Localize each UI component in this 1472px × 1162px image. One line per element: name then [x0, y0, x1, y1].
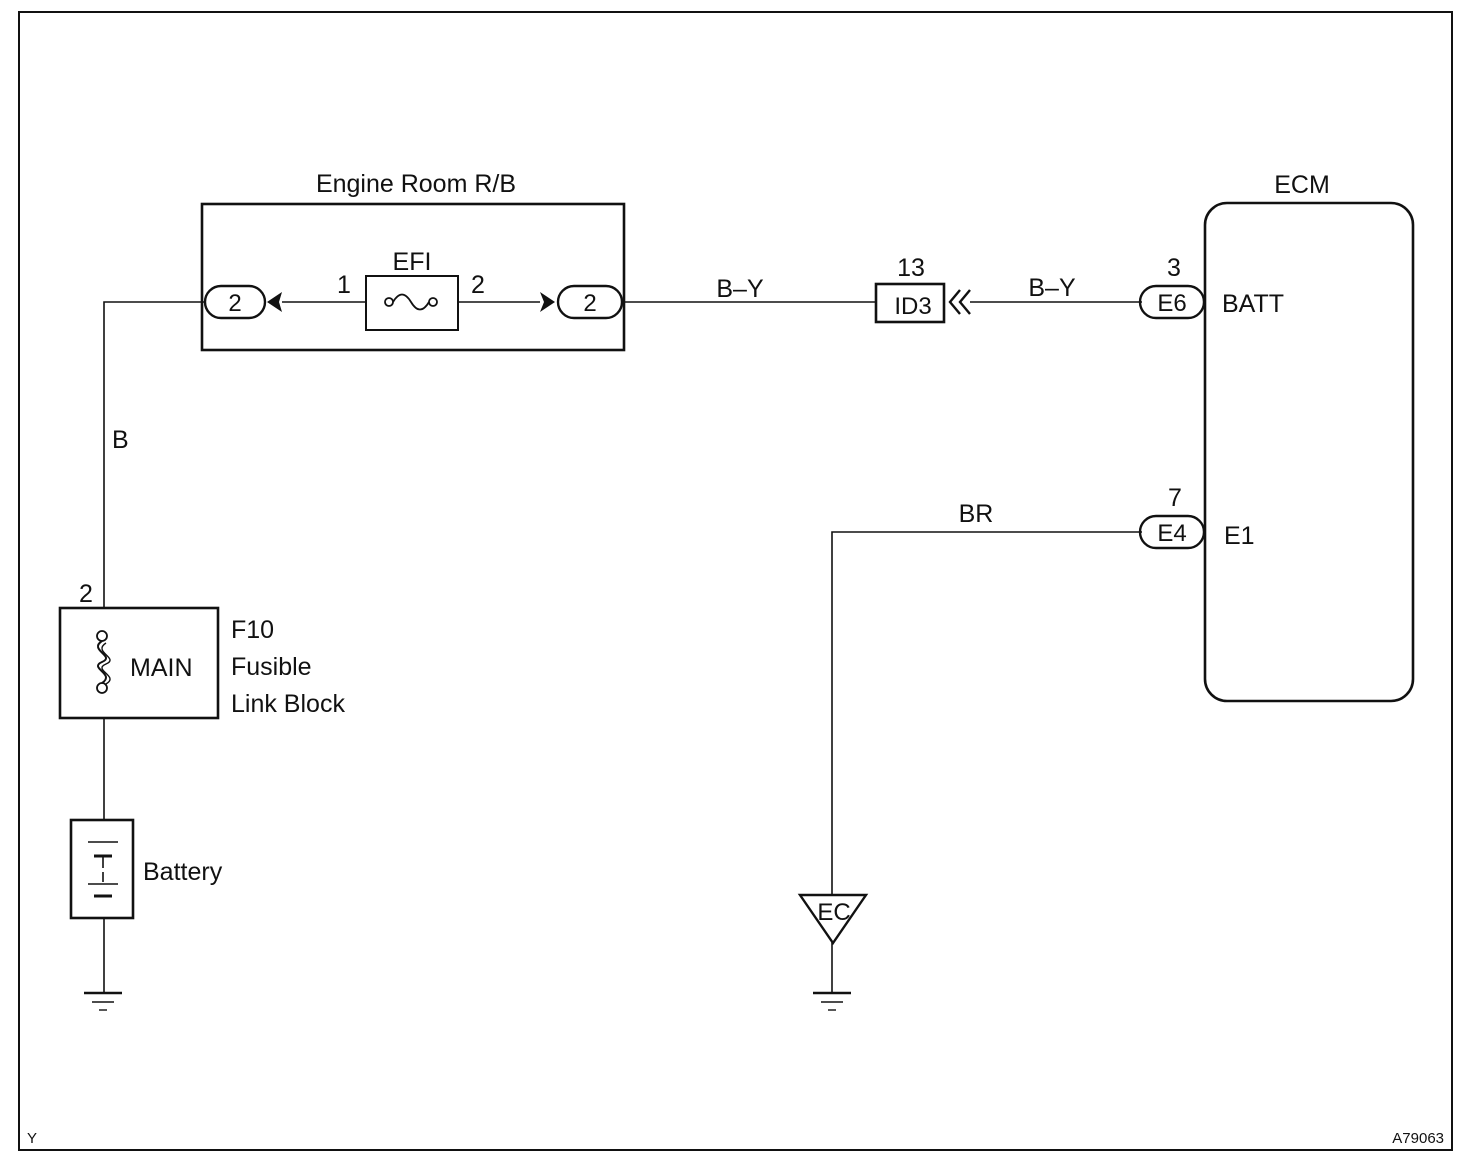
connector-left	[203, 284, 267, 320]
wire-label-b-y-1: B–Y	[716, 275, 764, 303]
junction-chevron-icon	[948, 289, 961, 315]
ecm-e1-pin: 7	[1168, 484, 1182, 512]
ecm-unit: ECM 3 E6 BATT 7 E4 E1	[1138, 171, 1415, 703]
battery-cell-icon	[88, 841, 118, 898]
corner-mark-left: Y	[27, 1130, 37, 1147]
ground-icon	[84, 991, 122, 1011]
efi-fuse-name: EFI	[393, 248, 432, 276]
ecm-batt-connector-label: E6	[1157, 290, 1186, 317]
ground-label: EC	[817, 899, 850, 926]
ground-icon-ec	[813, 991, 851, 1011]
ecm-box	[1203, 201, 1415, 703]
battery-box	[69, 818, 135, 920]
junction-label: ID3	[894, 293, 931, 320]
connector-left-label: 2	[228, 290, 241, 317]
ecm-e1-connector-label: E4	[1157, 520, 1186, 547]
wire-label-b-y-2: B–Y	[1028, 274, 1076, 302]
fusible-link-id: F10	[231, 616, 274, 644]
diagram-frame	[18, 11, 1453, 1151]
fusible-link-line2: Link Block	[231, 690, 345, 718]
fusible-link-box	[58, 606, 220, 720]
fuse-icon	[384, 293, 438, 311]
junction-connector-id3: 13 ID3	[874, 254, 971, 324]
connector-right-arrow-icon	[540, 292, 555, 312]
ground-triangle-icon	[797, 893, 869, 946]
ecm-e1-connector	[1138, 514, 1206, 550]
fusible-link-pin: 2	[79, 580, 93, 608]
junction-pin: 13	[897, 254, 925, 282]
ecm-title: ECM	[1274, 171, 1330, 199]
wires	[103, 301, 1142, 992]
wire-label-b: B	[112, 426, 129, 454]
ground-point-ec: EC	[797, 893, 869, 946]
engine-room-relay-block: Engine Room R/B 2 EFI 1 2 2	[200, 170, 626, 352]
ecm-batt-pin: 3	[1167, 254, 1181, 282]
fusible-link-block: 2 MAIN F10 Fusible Link Block	[58, 580, 345, 720]
fusible-link-name: MAIN	[130, 654, 193, 682]
efi-fuse-box	[365, 275, 459, 331]
fusible-link-icon	[96, 630, 111, 694]
figure-id: A79063	[1392, 1130, 1444, 1147]
wire-label-br: BR	[959, 500, 994, 528]
fusible-link-line1: Fusible	[231, 653, 312, 681]
ecm-batt-connector	[1138, 284, 1206, 320]
junction-chevron-icon-2	[958, 289, 971, 315]
junction-box	[874, 282, 946, 324]
connector-right-label: 2	[583, 290, 596, 317]
efi-pin-out: 2	[471, 271, 485, 299]
engine-room-box	[200, 202, 626, 352]
wire-br	[831, 531, 1142, 895]
connector-right	[556, 284, 624, 320]
engine-room-title: Engine Room R/B	[316, 170, 516, 198]
efi-pin-in: 1	[337, 271, 351, 299]
battery: Battery	[69, 818, 223, 920]
connector-left-arrow-icon	[267, 292, 282, 312]
battery-label: Battery	[143, 858, 223, 886]
ecm-e1-terminal: E1	[1224, 522, 1255, 550]
wire-b	[103, 301, 205, 608]
ecm-batt-terminal: BATT	[1222, 290, 1284, 318]
